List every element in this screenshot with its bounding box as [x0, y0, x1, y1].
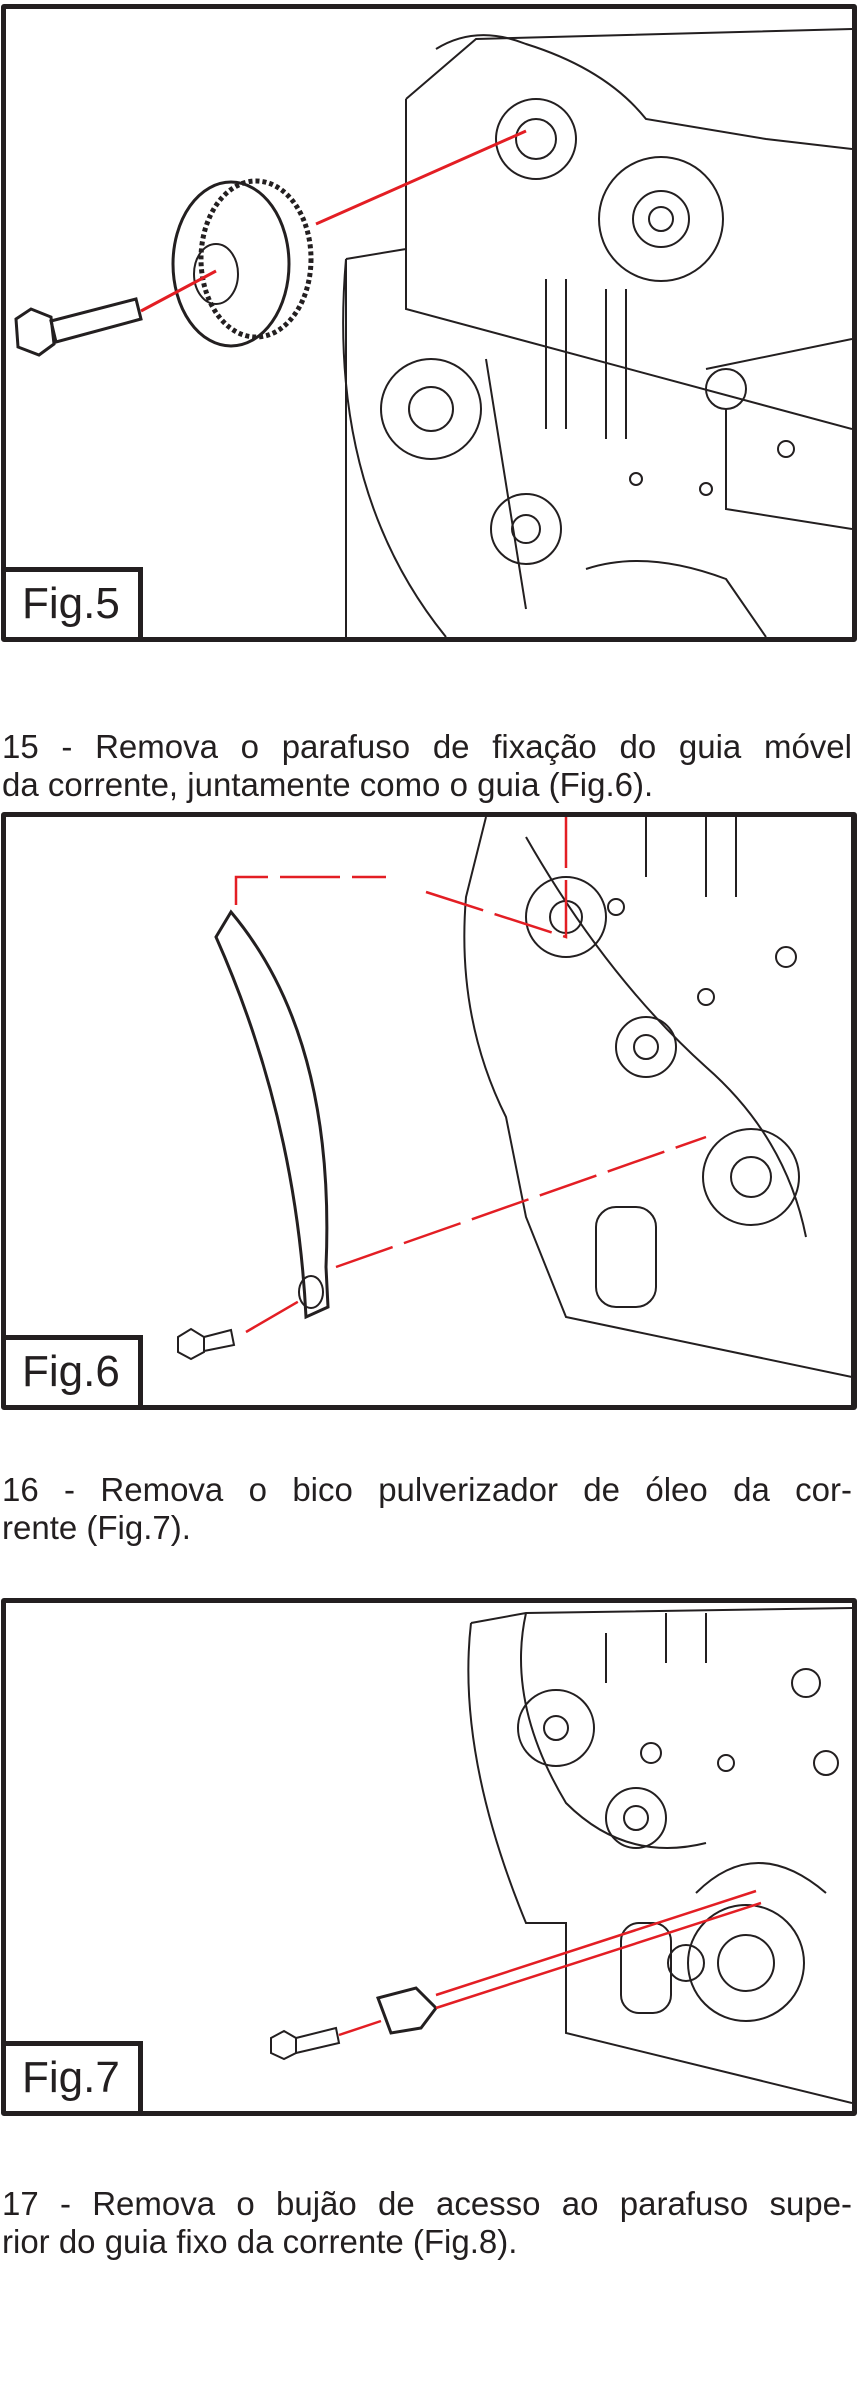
chain-guide-drawing — [214, 909, 330, 1320]
alignment-line — [140, 129, 527, 313]
step-text-line: 17 - Remova o bujão de acesso ao parafus… — [2, 2185, 852, 2222]
engine-drawing — [463, 817, 852, 1405]
step-15-text: 15 - Remova o parafuso de fixação do gui… — [2, 728, 852, 804]
figure-7: Fig.7 — [1, 1598, 857, 2116]
step-16-text: 16 - Remova o bico pulverizador de óleo … — [2, 1471, 852, 1547]
engine-drawing — [467, 1607, 852, 2104]
step-text-line: da corrente, juntamente como o guia (Fig… — [2, 766, 654, 803]
sprocket-drawing — [171, 178, 314, 348]
step-17-text: 17 - Remova o bujão de acesso ao parafus… — [2, 2185, 852, 2261]
step-text-line: rente (Fig.7). — [2, 1509, 191, 1546]
chain-guide-illustration — [177, 817, 852, 1405]
step-text-line: rior do guia fixo da corrente (Fig.8). — [2, 2223, 518, 2260]
step-text-line: 15 - Remova o parafuso de fixação do gui… — [2, 728, 852, 765]
camshaft-sprocket-illustration — [14, 28, 852, 637]
alignment-line — [234, 817, 707, 1334]
bolt-drawing — [177, 1327, 236, 1361]
figure-label: Fig.6 — [6, 1335, 143, 1405]
figure-6: Fig.6 — [1, 812, 857, 1410]
bolt-drawing — [270, 2026, 341, 2061]
bolt-drawing — [14, 297, 143, 357]
engine-drawing — [342, 28, 852, 637]
figure-label: Fig.7 — [6, 2041, 143, 2111]
alignment-line — [338, 1889, 762, 2037]
figure-5: Fig.5 — [1, 4, 857, 642]
step-text-line: 16 - Remova o bico pulverizador de óleo … — [2, 1471, 852, 1508]
oil-jet-drawing — [376, 1986, 438, 2035]
figure-label: Fig.5 — [6, 567, 143, 637]
oil-jet-illustration — [270, 1607, 852, 2104]
